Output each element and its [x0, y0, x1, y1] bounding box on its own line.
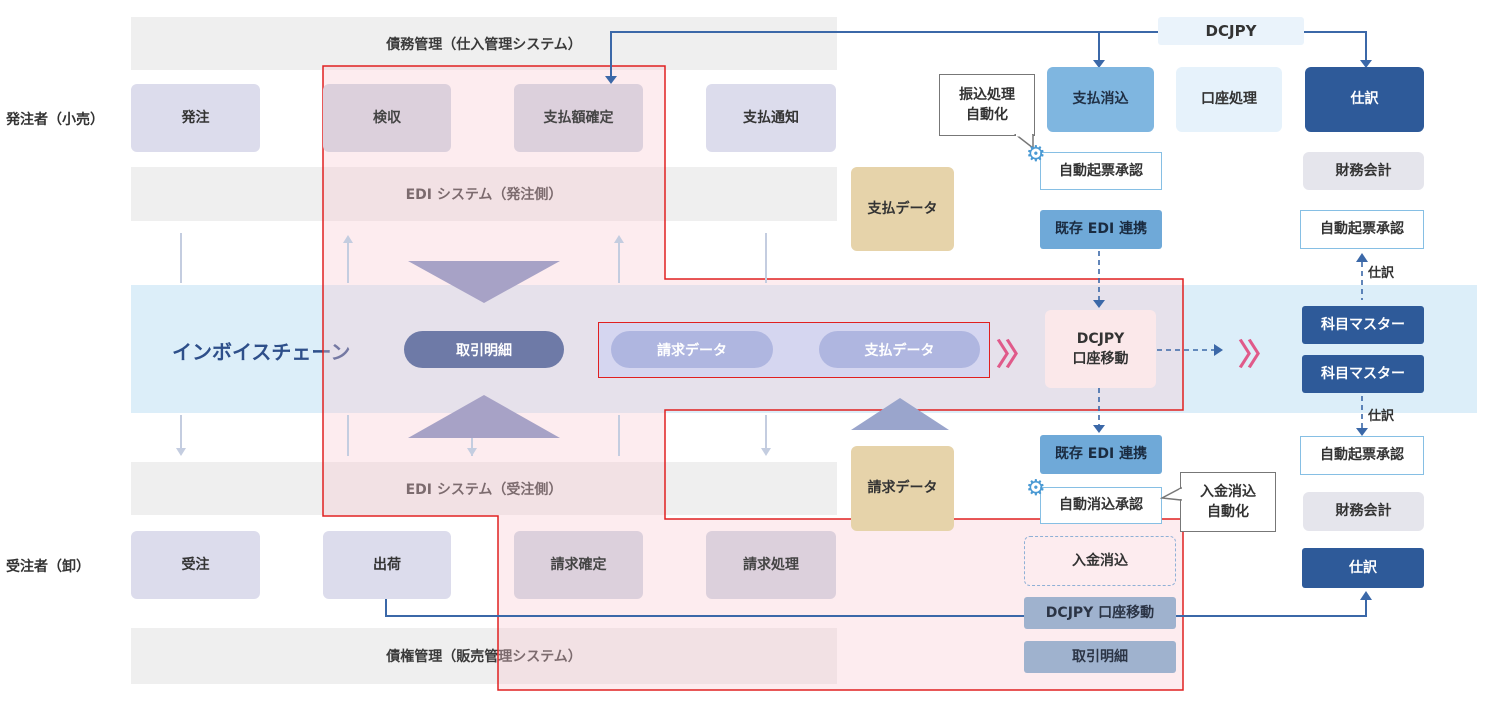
callout-line1: 振込処理	[959, 86, 1015, 103]
seller-row-label: 受注者（卸）	[6, 559, 90, 575]
journal-top-box: 仕訳	[1305, 67, 1424, 132]
buyer-row-label: 発注者（小売）	[6, 112, 104, 128]
journal-label-top: 仕訳	[1368, 266, 1395, 281]
edi-buyer-band: EDI システム（発注側）	[131, 167, 837, 221]
callout-pointer	[1013, 134, 1034, 150]
buyer-step-payment-confirm: 支払額確定	[514, 84, 643, 152]
transfer-automation-callout: 振込処理 自動化	[939, 74, 1035, 136]
seller-step-invoice-confirm: 請求確定	[514, 531, 643, 599]
invoice-data-pill: 請求データ	[611, 331, 773, 368]
account-master-1: 科目マスター	[1302, 306, 1424, 344]
invoice-chain-title: インボイスチェーン	[172, 340, 351, 364]
callout-line2: 自動化	[1207, 504, 1249, 520]
dcjpy-account-move-box: DCJPY 口座移動	[1045, 310, 1156, 388]
arrow-icon	[1093, 300, 1105, 308]
account-master-2: 科目マスター	[1302, 355, 1424, 393]
account-process-box: 口座処理	[1176, 67, 1282, 132]
callout-line2: 自動化	[966, 107, 1008, 123]
invoice-data-box: 請求データ	[851, 446, 954, 531]
gear-icon: ⚙	[1026, 476, 1046, 501]
arrow-icon	[1093, 60, 1105, 68]
dcjpy-account-move-bottom: DCJPY 口座移動	[1024, 597, 1176, 629]
seller-step-receive-order: 受注	[131, 531, 260, 599]
journal-bottom-box: 仕訳	[1302, 548, 1424, 588]
arrow-icon	[1214, 344, 1223, 356]
gear-icon: ⚙	[1026, 142, 1046, 167]
callout-pointer	[1160, 486, 1182, 501]
buyer-step-order: 発注	[131, 84, 260, 152]
payables-band: 債務管理（仕入管理システム）	[131, 17, 837, 70]
existing-edi-link-bottom: 既存 EDI 連携	[1040, 435, 1162, 474]
arrow-icon	[1360, 60, 1372, 68]
buyer-step-inspection: 検収	[323, 84, 451, 152]
seller-step-shipment: 出荷	[323, 531, 451, 599]
finance-top-box: 財務会計	[1303, 152, 1424, 190]
down-triangle	[408, 261, 560, 303]
arrow-icon	[1356, 428, 1368, 436]
receipt-automation-callout: 入金消込 自動化	[1180, 472, 1276, 532]
arrow-icon	[1360, 591, 1372, 600]
receivables-band: 債権管理（販売管理システム）	[131, 628, 837, 684]
arrow-icon	[1093, 425, 1105, 433]
dcjpy-move-line1: DCJPY	[1076, 330, 1125, 347]
payment-data-pill: 支払データ	[819, 331, 980, 368]
dcjpy-tag: DCJPY	[1158, 17, 1304, 45]
payment-data-box: 支払データ	[851, 167, 954, 251]
up-triangle	[408, 395, 560, 438]
callout-line1: 入金消込	[1200, 483, 1256, 500]
payment-clear-box: 支払消込	[1047, 67, 1154, 132]
auto-voucher-approval-box: 自動起票承認	[1040, 152, 1162, 190]
dcjpy-move-line2: 口座移動	[1072, 351, 1129, 367]
journal-label-bottom: 仕訳	[1368, 409, 1395, 424]
buyer-step-payment-notice: 支払通知	[706, 84, 836, 152]
auto-voucher-right-bottom: 自動起票承認	[1300, 436, 1424, 475]
transaction-pill: 取引明細	[404, 331, 564, 368]
chevron-right-icon: 〉〉	[1238, 338, 1277, 373]
edi-seller-band: EDI システム（受注側）	[131, 462, 837, 515]
arrow-icon	[1356, 253, 1368, 262]
finance-bottom-box: 財務会計	[1303, 492, 1424, 531]
auto-clear-approval-box: 自動消込承認	[1040, 487, 1162, 524]
receipt-clear-box: 入金消込	[1024, 536, 1176, 586]
seller-step-invoice-process: 請求処理	[706, 531, 836, 599]
arrow-icon	[605, 76, 617, 84]
small-up-triangle	[851, 398, 949, 430]
chevron-right-icon: 〉〉	[996, 338, 1035, 373]
auto-voucher-right-top: 自動起票承認	[1300, 210, 1424, 249]
existing-edi-link-top: 既存 EDI 連携	[1040, 210, 1162, 249]
transaction-bottom-box: 取引明細	[1024, 641, 1176, 673]
